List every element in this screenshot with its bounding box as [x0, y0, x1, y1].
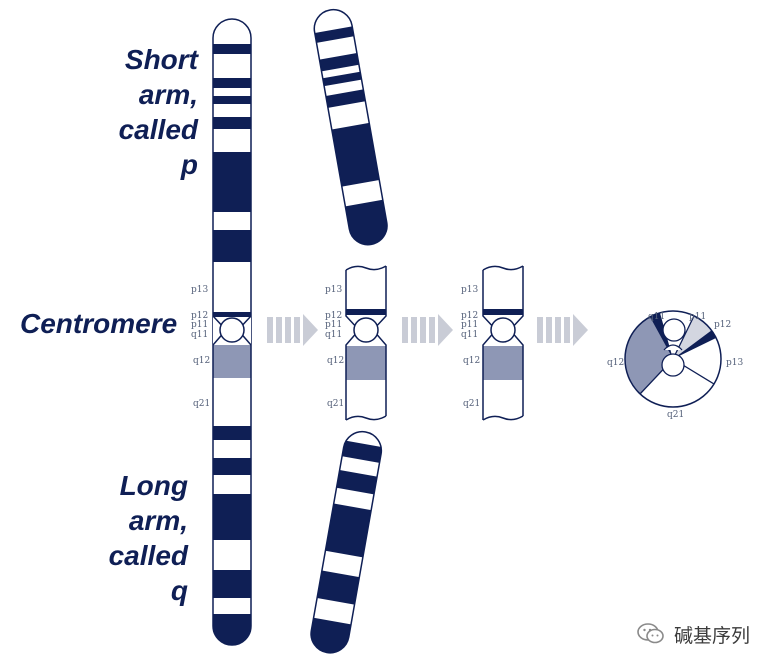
band-label-p13: p13 [325, 285, 343, 295]
band-label-q21: q21 [193, 399, 211, 409]
band-label-p12: p12 [191, 311, 209, 321]
isolated-fragment [482, 265, 524, 421]
band-label-p12: p12 [461, 311, 479, 321]
wechat-icon [637, 623, 664, 644]
ring-label-p11: p11 [689, 312, 707, 322]
arrow-1-icon [267, 314, 318, 346]
ring-label-p13: p13 [726, 358, 744, 368]
short-arm-line-2: arm, [138, 79, 198, 110]
short-arm-line-3: called [118, 114, 198, 145]
band-label-p12: p12 [325, 311, 343, 321]
q-arm-fragment [308, 428, 385, 656]
short-arm-line-1: Short [124, 44, 198, 75]
long-arm-label: Long arm, called q [109, 468, 188, 608]
band-label-p13: p13 [461, 285, 479, 295]
band-label-p11: p11 [191, 320, 209, 330]
arrow-2-icon [402, 314, 453, 346]
ring-label-q11: q11 [648, 312, 666, 322]
p-arm-fragment [311, 6, 391, 248]
whole-chromosome [212, 18, 252, 646]
band-label-q12: q12 [193, 356, 211, 366]
band-label-q21: q21 [327, 399, 345, 409]
long-arm-line-1: Long [119, 470, 188, 501]
band-label-q11: q11 [461, 330, 479, 340]
band-label-q11: q11 [325, 330, 343, 340]
long-arm-line-4: q [170, 575, 188, 606]
centromere-label: Centromere [20, 308, 178, 339]
band-label-p11: p11 [325, 320, 343, 330]
ring-label-q12: q12 [607, 358, 625, 368]
broken-chromosome [308, 6, 391, 656]
short-arm-label: Short arm, called p [119, 42, 198, 182]
band-label-q21: q21 [463, 399, 481, 409]
ring-label-p12: p12 [714, 320, 732, 330]
watermark: 碱基序列 [636, 618, 750, 650]
band-label-p11: p11 [461, 320, 479, 330]
ring-label-q21: q21 [667, 410, 685, 420]
centromere-fragment [345, 265, 387, 421]
long-arm-line-2: arm, [128, 505, 188, 536]
band-label-q12: q12 [327, 356, 345, 366]
ring-chromosome [624, 310, 722, 408]
long-arm-line-3: called [108, 540, 188, 571]
watermark-text: 碱基序列 [674, 624, 751, 647]
arrow-3-icon [537, 314, 588, 346]
band-label-p13: p13 [191, 285, 209, 295]
band-label-q12: q12 [463, 356, 481, 366]
short-arm-line-4: p [180, 149, 198, 180]
band-label-q11: q11 [191, 330, 209, 340]
